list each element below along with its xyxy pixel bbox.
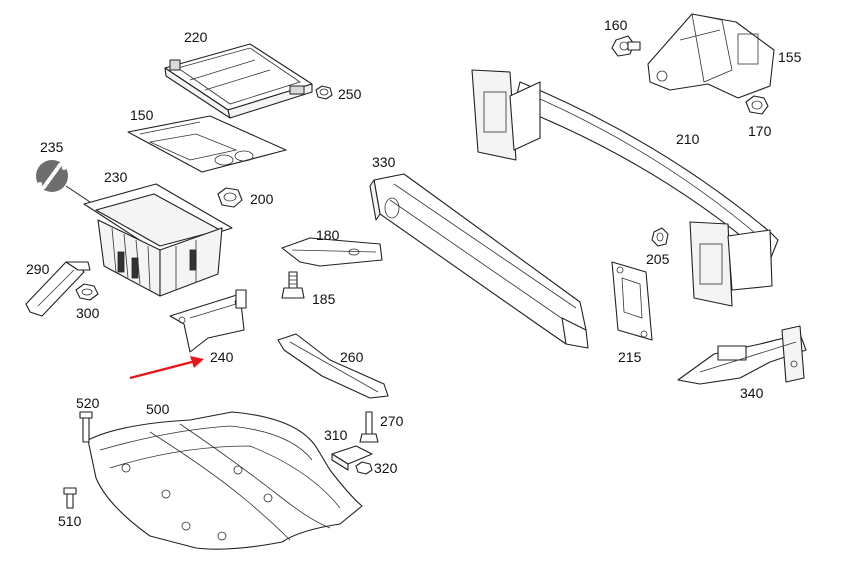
label-240: 240 <box>210 349 234 365</box>
label-260: 260 <box>340 349 364 365</box>
label-320: 320 <box>374 460 398 476</box>
label-230: 230 <box>104 169 128 185</box>
part-290-bracket <box>25 261 91 317</box>
part-180-bracket <box>281 237 383 267</box>
label-330: 330 <box>372 154 396 170</box>
label-185: 185 <box>312 291 336 307</box>
part-510-screw <box>63 487 77 509</box>
label-500: 500 <box>146 401 170 417</box>
part-160-bolt <box>611 35 641 57</box>
label-510: 510 <box>58 513 82 529</box>
part-170-nut <box>745 95 769 115</box>
label-520: 520 <box>76 395 100 411</box>
label-310: 310 <box>324 427 348 443</box>
part-320-nut <box>355 461 373 475</box>
part-500-underbody-cover <box>87 411 363 550</box>
part-330-cross-member <box>369 173 589 349</box>
part-210-bumper-beam <box>471 69 779 307</box>
part-250-nut <box>315 85 333 100</box>
part-270-bolt <box>359 411 379 443</box>
wrench-icon <box>36 159 97 207</box>
label-160: 160 <box>604 17 628 33</box>
label-250: 250 <box>338 86 362 102</box>
label-205: 205 <box>646 251 670 267</box>
label-270: 270 <box>380 413 404 429</box>
label-155: 155 <box>778 49 802 65</box>
label-180: 180 <box>316 227 340 243</box>
part-260-strut <box>277 333 389 399</box>
label-215: 215 <box>618 349 642 365</box>
part-150-plate <box>127 115 287 173</box>
label-340: 340 <box>740 385 764 401</box>
label-170: 170 <box>748 123 772 139</box>
part-220-control-unit <box>164 43 313 119</box>
label-300: 300 <box>76 305 100 321</box>
part-185-bolt <box>281 271 305 299</box>
label-220: 220 <box>184 29 208 45</box>
part-230-battery-tray <box>83 183 233 297</box>
label-235: 235 <box>40 139 64 155</box>
label-290: 290 <box>26 261 50 277</box>
part-155-mount-bracket <box>647 13 775 99</box>
part-300-nut <box>75 283 99 301</box>
red-arrow-icon <box>129 356 204 380</box>
part-205-nut <box>651 227 669 247</box>
part-520-screw <box>79 411 93 443</box>
label-200: 200 <box>250 191 274 207</box>
part-200-nut <box>217 187 243 208</box>
part-240-bracket <box>169 289 247 353</box>
part-310-clip <box>331 445 373 471</box>
part-215-plate <box>611 261 653 341</box>
label-150: 150 <box>130 107 154 123</box>
label-210: 210 <box>676 131 700 147</box>
part-340-bracket <box>677 325 807 385</box>
